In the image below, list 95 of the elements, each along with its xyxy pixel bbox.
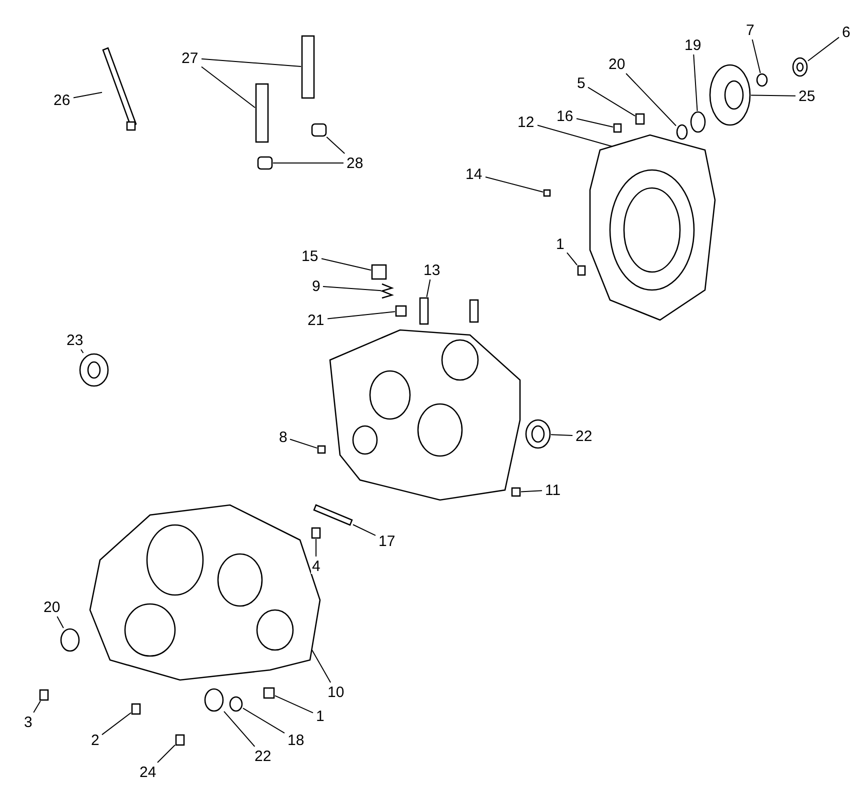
leader-line (352, 524, 376, 536)
callout-number: 17 (378, 534, 396, 548)
leader-line (520, 490, 542, 492)
callout-number: 24 (138, 764, 158, 780)
leader-line (290, 438, 318, 449)
bolt-drawing (577, 265, 586, 276)
leader-line (808, 36, 840, 62)
leader-line (33, 700, 41, 713)
leader-line (201, 66, 256, 108)
washer-drawing (756, 73, 768, 87)
bolt-drawing (175, 734, 185, 746)
housing-drawing (89, 504, 321, 681)
callout-number: 25 (798, 88, 816, 104)
leader-line (326, 136, 346, 154)
o-ring-drawing (676, 124, 688, 140)
callout-number: 6 (841, 24, 852, 40)
callout-number: 16 (556, 108, 574, 124)
leader-line (224, 710, 256, 747)
pin-drawing (301, 35, 315, 99)
bushing-drawing (257, 156, 273, 170)
leader-line (157, 744, 176, 763)
spring-drawing (380, 283, 394, 299)
seal-drawing (60, 628, 80, 652)
leader-line (102, 712, 132, 736)
bolt-drawing (311, 527, 321, 539)
seal-drawing (79, 353, 109, 387)
callout-number: 22 (574, 428, 594, 444)
leader-line (321, 258, 372, 271)
seal-drawing (525, 419, 551, 449)
leader-line (327, 311, 396, 320)
leader-line (750, 94, 796, 96)
callout-number: 4 (311, 558, 322, 574)
bolt-drawing (511, 487, 521, 497)
bolt-drawing (263, 687, 275, 699)
leader-line (272, 162, 344, 164)
bolt-drawing (317, 445, 326, 454)
callout-number: 20 (42, 600, 62, 614)
pin-drawing (395, 305, 407, 317)
leader-line (312, 650, 332, 683)
callout-number: 1 (555, 236, 566, 252)
rod-drawing (102, 47, 137, 131)
callout-number: 22 (254, 748, 272, 764)
cover-drawing (589, 134, 716, 321)
leader-line (752, 39, 761, 74)
dowel-drawing (313, 504, 353, 526)
callout-number: 7 (745, 22, 756, 38)
callout-number: 5 (576, 76, 586, 90)
pin-drawing (419, 297, 429, 325)
plug-drawing (371, 264, 387, 280)
leader-line (242, 708, 285, 734)
callout-number: 1 (315, 708, 326, 724)
leader-line (485, 176, 544, 192)
leader-line (80, 349, 84, 354)
leader-line (274, 695, 314, 714)
callout-number: 26 (52, 92, 72, 108)
callout-number: 20 (608, 56, 626, 72)
callout-number: 3 (23, 714, 34, 730)
leader-line (201, 58, 302, 67)
callout-number: 18 (286, 732, 306, 748)
callout-number: 12 (516, 114, 536, 130)
bushing-drawing (311, 123, 327, 137)
seal-drawing (690, 111, 706, 133)
seal-drawing (204, 688, 224, 712)
pulley-drawing (709, 64, 751, 126)
bolt-drawing (131, 703, 141, 715)
leader-line (56, 616, 64, 628)
leader-line (537, 124, 612, 147)
leader-line (426, 279, 431, 298)
leader-line (73, 92, 102, 98)
bolt-drawing (635, 113, 645, 125)
callout-number: 27 (180, 50, 200, 66)
leader-line (693, 54, 698, 112)
callout-number: 15 (300, 248, 320, 264)
nut-drawing (792, 57, 808, 77)
leader-line (566, 252, 578, 266)
callout-number: 11 (544, 482, 562, 498)
callout-number: 2 (90, 732, 100, 748)
callout-number: 9 (311, 278, 322, 294)
callout-number: 13 (422, 262, 442, 278)
bolt-drawing (613, 123, 622, 133)
bolt-drawing (39, 689, 49, 701)
callout-number: 8 (278, 430, 288, 444)
leader-line (576, 118, 614, 128)
callout-number: 28 (346, 156, 364, 170)
leader-line (550, 434, 573, 436)
callout-number: 10 (326, 684, 346, 700)
callout-number: 19 (684, 38, 702, 52)
pin-drawing (255, 83, 269, 143)
washer-drawing (229, 696, 243, 712)
pin-drawing (543, 189, 551, 197)
leader-line (588, 86, 636, 116)
callout-number: 21 (306, 312, 326, 328)
leader-line (322, 286, 382, 292)
callout-number: 23 (66, 332, 84, 348)
callout-number: 14 (464, 166, 484, 182)
